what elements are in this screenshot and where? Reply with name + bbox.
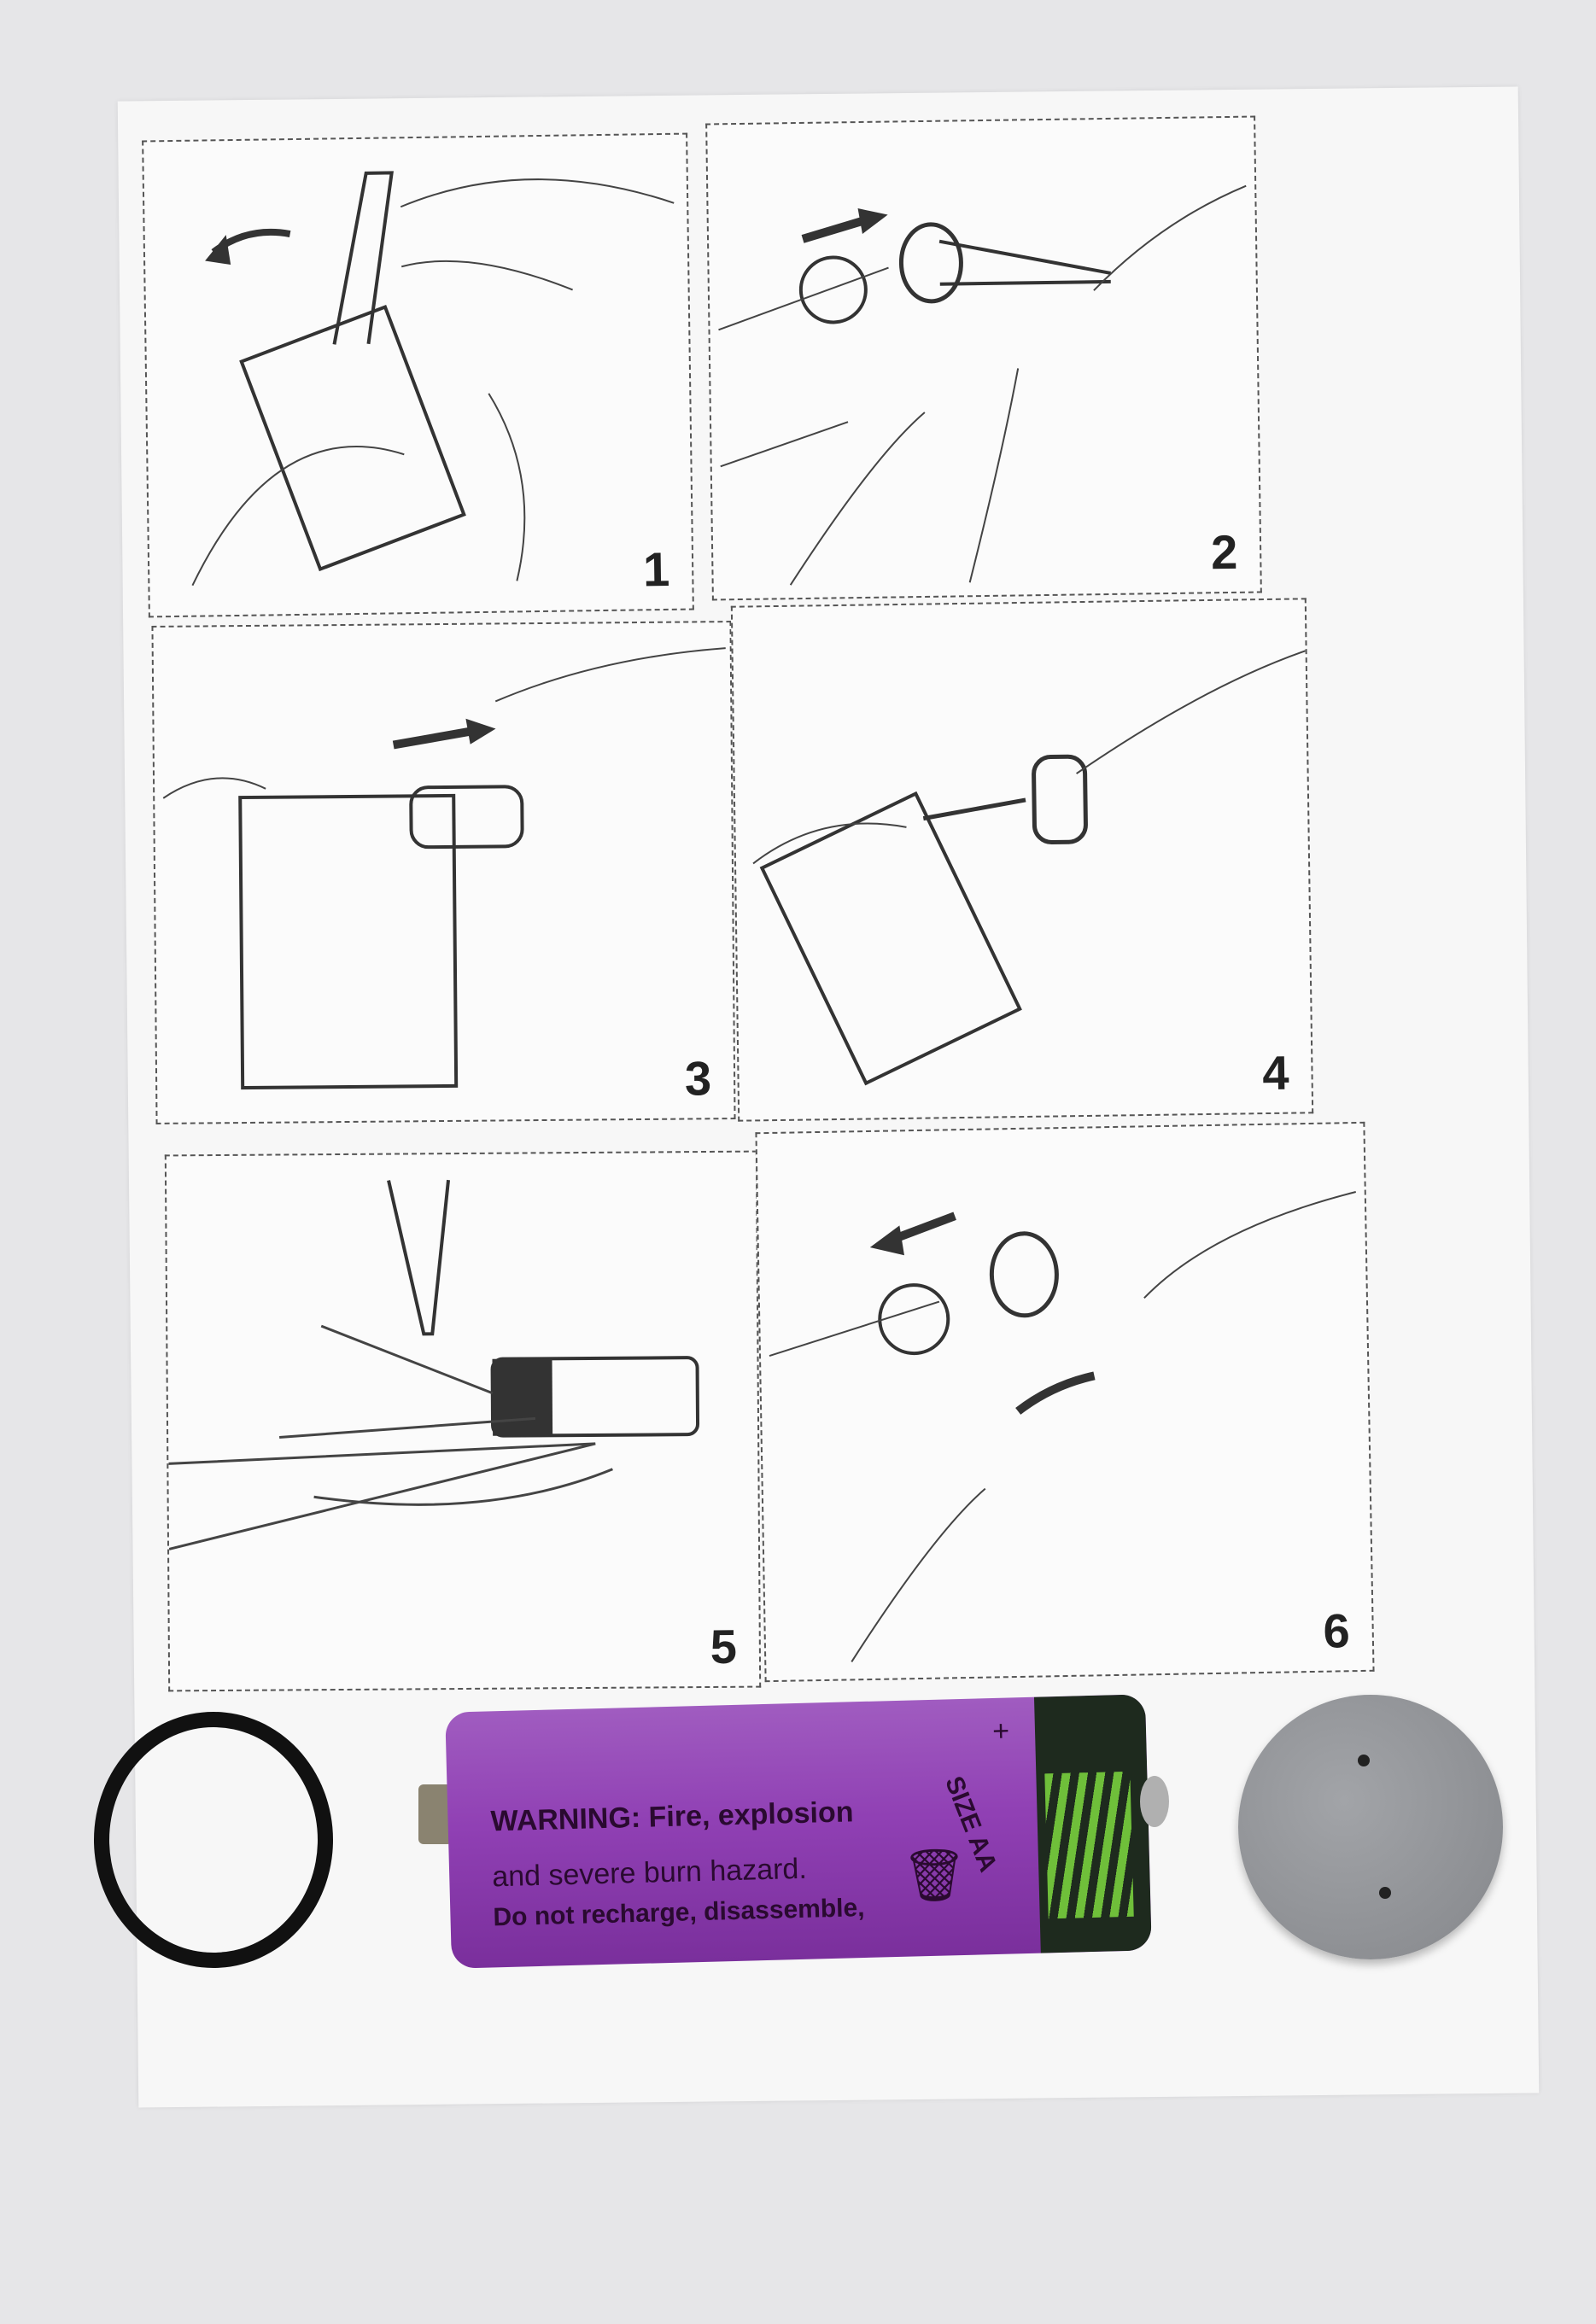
cap-removed-illustration xyxy=(718,184,1247,586)
step-panel-4: 4 xyxy=(730,598,1314,1122)
step-number: 5 xyxy=(710,1619,738,1673)
battery-warning-line2: and severe burn hazard. xyxy=(491,1852,808,1894)
step-number: 3 xyxy=(684,1051,712,1106)
cap-hole xyxy=(1379,1887,1391,1899)
lithium-battery-aa: + WARNING: Fire, explosion and severe bu… xyxy=(445,1694,1152,1969)
hand-pulling-cap-illustration xyxy=(191,171,675,587)
battery-stripes xyxy=(1044,1771,1134,1919)
battery-warning-line1: WARNING: Fire, explosion xyxy=(490,1796,854,1838)
step-number: 2 xyxy=(1210,524,1238,580)
battery-warning-line3: Do not recharge, disassemble, xyxy=(493,1894,865,1932)
desoldering-illustration xyxy=(752,650,1306,1086)
gray-end-cap xyxy=(1238,1695,1503,1959)
crossed-bin-icon: 🗑︎ xyxy=(901,1845,968,1905)
step-number: 4 xyxy=(1261,1045,1289,1101)
step-panel-5: 5 xyxy=(164,1150,762,1692)
battery-solder-tab-positive xyxy=(1140,1776,1169,1827)
step-number: 1 xyxy=(642,541,670,597)
soldering-new-battery-illustration xyxy=(168,1179,700,1550)
step-panel-2: 2 xyxy=(705,115,1262,601)
step-panel-6: 6 xyxy=(755,1121,1375,1683)
step-panel-1: 1 xyxy=(142,132,694,618)
battery-extraction-illustration xyxy=(162,647,726,1090)
plus-sign: + xyxy=(991,1714,1010,1749)
step-panel-3: 3 xyxy=(151,621,736,1124)
step-number: 6 xyxy=(1323,1603,1351,1658)
cap-reinstall-illustration xyxy=(769,1191,1357,1662)
cap-hole xyxy=(1358,1755,1370,1766)
o-ring-seal xyxy=(94,1712,333,1968)
